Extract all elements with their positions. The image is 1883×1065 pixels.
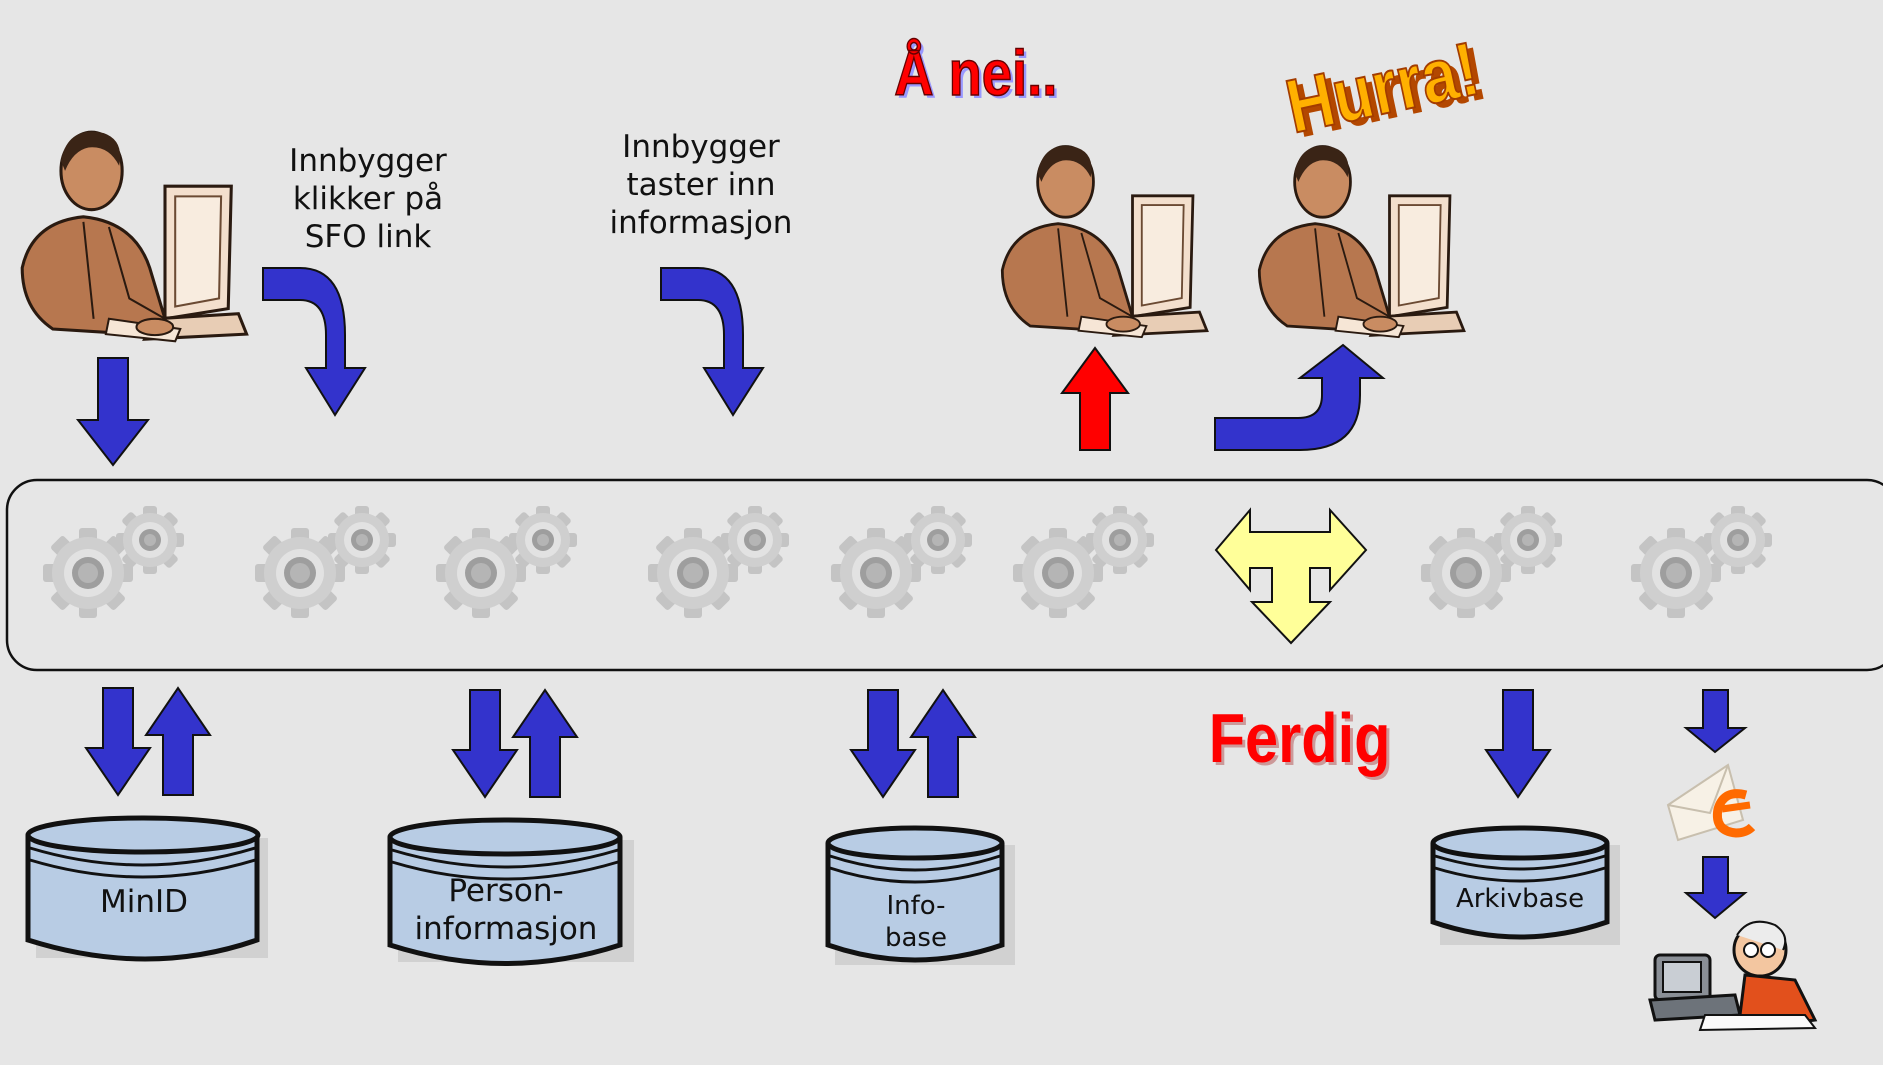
gear-icon: [1013, 506, 1154, 618]
arrow-curve-sfo: [262, 267, 367, 417]
gear-icon: [648, 506, 789, 618]
db-label-info: Info- base: [885, 891, 947, 953]
gear-icon: [255, 506, 396, 618]
arrows-info: [849, 688, 977, 799]
gear-icon: [1421, 506, 1562, 618]
arrow-down-archive: [1484, 689, 1552, 799]
gear-icon: [1631, 506, 1772, 618]
svg-text:Hurra!: Hurra!: [1279, 25, 1486, 149]
arrow-down-login: [75, 357, 151, 467]
arrow-down-email: [1683, 689, 1748, 754]
svg-text:Ferdig: Ferdig: [1209, 698, 1391, 777]
db-label-person: Person- informasjon: [414, 873, 598, 947]
svg-text:Ferdig: Ferdig: [1212, 701, 1394, 780]
email-icon: [1666, 763, 1756, 842]
database-archive: [1430, 825, 1620, 945]
stressed-user-icon: [1648, 920, 1818, 1032]
wordart-done: Ferdig Ferdig: [1209, 698, 1394, 780]
process-container: [5, 478, 1883, 672]
arrows-minid: [84, 686, 212, 797]
citizen-user-icon: [20, 130, 249, 343]
database-info: [825, 825, 1015, 965]
gear-icon: [436, 506, 577, 618]
user-fail-icon: [1000, 144, 1209, 339]
junction-arrow: [1214, 507, 1368, 645]
arrow-curve-info: [660, 267, 765, 417]
gear-icon: [43, 506, 184, 618]
wordart-fail: Å nei.. Å nei..: [894, 36, 1061, 112]
db-label-archive: Arkivbase: [1455, 884, 1585, 914]
gear-icon: [831, 506, 972, 618]
svg-text:Å nei..: Å nei..: [894, 37, 1057, 109]
database-minid: [25, 815, 268, 962]
wordart-success: Hurra! Hurra!: [1278, 24, 1493, 153]
arrow-curve-success: [1214, 343, 1386, 451]
arrow-down-recipient: [1683, 856, 1748, 920]
svg-text:Å nei..: Å nei..: [897, 40, 1060, 112]
arrow-up-fail: [1060, 346, 1130, 451]
database-person: [387, 817, 634, 966]
arrows-person: [451, 688, 579, 799]
caption-click-sfo: Innbygger klikker på SFO link: [289, 143, 447, 255]
caption-enter-info: Innbygger taster inn informasjon: [609, 129, 793, 241]
db-label-minid: MinID: [99, 884, 189, 920]
user-success-icon: [1257, 144, 1466, 339]
